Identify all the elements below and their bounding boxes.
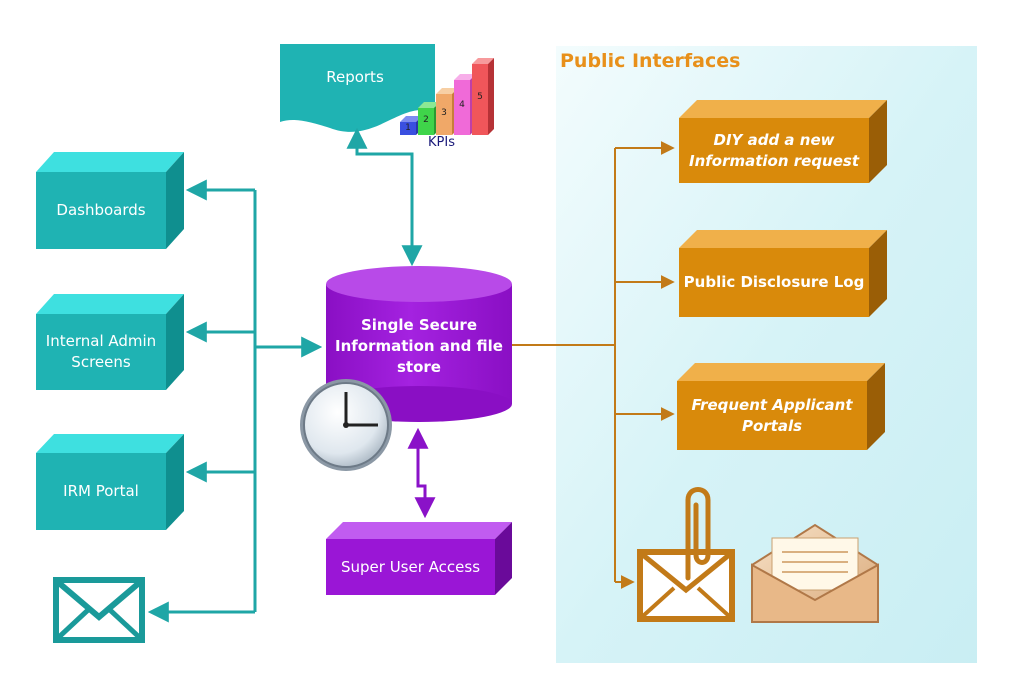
right-connectors [512,141,675,589]
kpi-bar-3-label: 3 [441,108,447,118]
super-user-connector [407,427,436,519]
kpi-bar-1-label: 1 [405,123,411,133]
kpi-bar-4-label: 4 [459,100,465,110]
kpi-bar-2-label: 2 [423,115,429,125]
kpi-bar-chart-icon [400,58,494,135]
frequent-applicant-portals-box[interactable] [677,363,885,450]
public-interfaces-title: Public Interfaces [560,50,741,72]
super-user-access-box[interactable] [326,522,512,595]
frequent-applicant-portals-label: Frequent Applicant Portals [691,395,853,435]
kpi-bar-5-label: 5 [477,92,483,102]
internal-admin-screens-box[interactable] [36,294,184,390]
kpis-label: KPIs [428,135,455,150]
diy-request-label: DIY add a new Information request [688,130,860,170]
super-user-access-label: Super User Access [340,558,481,576]
kpi-bar-5 [472,58,494,135]
reports-document[interactable] [280,44,435,132]
dashboards-label: Dashboards [56,201,146,219]
envelope-icon[interactable] [53,577,145,643]
internal-admin-screens-label: Internal Admin Screens [45,332,157,371]
diy-request-box[interactable] [679,100,887,183]
open-envelope-icon[interactable] [751,523,879,623]
datastore-label: Single Secure Information and file store [335,315,503,376]
clock-icon [300,379,392,471]
left-connectors [147,127,423,623]
reports-label: Reports [326,67,384,86]
irm-portal-label: IRM Portal [63,482,139,500]
irm-portal-box[interactable] [36,434,184,530]
public-disclosure-log-label: Public Disclosure Log [683,273,865,291]
dashboards-box[interactable] [36,152,184,249]
public-disclosure-log-box[interactable] [679,230,887,317]
paperclip-envelope-icon[interactable] [637,487,735,622]
